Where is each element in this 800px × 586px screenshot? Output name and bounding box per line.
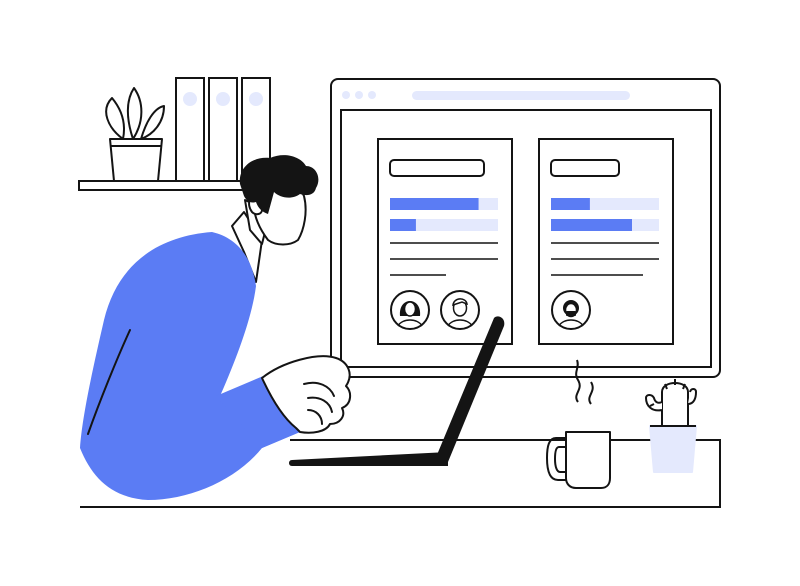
progress-track	[390, 219, 498, 231]
progress-fill	[551, 198, 590, 210]
coffee-mug-icon	[546, 359, 611, 489]
sweater	[80, 232, 300, 500]
sleeve	[216, 374, 300, 448]
profile-cards	[377, 138, 674, 345]
profile-card	[538, 138, 674, 345]
avatar-hair	[452, 298, 468, 307]
binder-label	[183, 92, 197, 106]
avatar-shoulders	[447, 319, 473, 327]
shelf	[78, 77, 271, 191]
desk	[80, 439, 721, 508]
window-dot	[355, 91, 363, 99]
hand	[261, 355, 352, 434]
sweater-fold	[87, 329, 131, 435]
binder-label	[249, 92, 263, 106]
progress-fill	[390, 219, 416, 231]
progress-fill	[390, 198, 479, 210]
person	[80, 155, 352, 500]
plant-icon	[105, 87, 165, 182]
window-dot	[342, 91, 350, 99]
laptop-icon	[289, 316, 505, 466]
man-avatar-icon	[440, 290, 480, 330]
avatar-mask	[566, 311, 576, 316]
card-title-box	[550, 159, 620, 177]
hair	[239, 155, 319, 214]
avatar-shoulders	[397, 319, 423, 327]
finger-line	[307, 396, 333, 413]
avatar-shoulders	[558, 319, 584, 327]
address-bar	[412, 91, 630, 100]
cactus-icon	[645, 379, 697, 473]
masked-person-avatar-icon	[551, 290, 591, 330]
finger-line	[307, 409, 323, 425]
binder-label	[216, 92, 230, 106]
profile-card	[377, 138, 513, 345]
window-dot	[368, 91, 376, 99]
card-title-box	[389, 159, 485, 177]
woman-avatar-icon	[390, 290, 430, 330]
progress-fill	[551, 219, 632, 231]
avatar-face	[403, 301, 417, 317]
finger-line	[303, 381, 335, 397]
